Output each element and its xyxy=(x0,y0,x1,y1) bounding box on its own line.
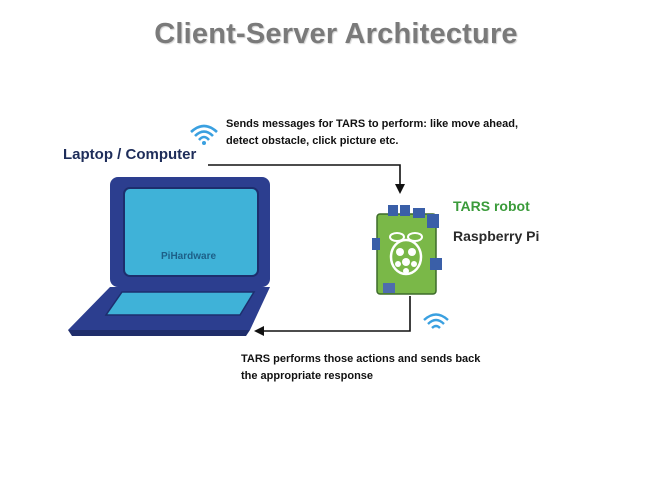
diagram-title: Client-Server Architecture xyxy=(154,18,518,50)
raspberry-pi-label: Raspberry Pi xyxy=(453,228,540,244)
wifi-icon xyxy=(190,124,218,145)
request-message-line-1: Sends messages for TARS to perform: like… xyxy=(226,118,518,130)
laptop-icon xyxy=(68,177,270,336)
response-message: TARS performs those actions and sends ba… xyxy=(241,351,480,385)
laptop-screen-text: PiHardware xyxy=(161,251,216,262)
response-message-line-2: the appropriate response xyxy=(241,370,374,382)
request-message: Sends messages for TARS to perform: like… xyxy=(226,116,518,150)
request-message-line-2: detect obstacle, click picture etc. xyxy=(226,135,399,147)
tars-robot-label: TARS robot xyxy=(453,198,530,214)
wifi-icon xyxy=(423,313,449,329)
response-arrow xyxy=(254,296,411,336)
raspberry-pi-board-icon xyxy=(372,205,442,295)
laptop-label: Laptop / Computer xyxy=(63,146,197,163)
response-message-line-1: TARS performs those actions and sends ba… xyxy=(241,353,481,365)
request-arrow xyxy=(208,164,405,194)
